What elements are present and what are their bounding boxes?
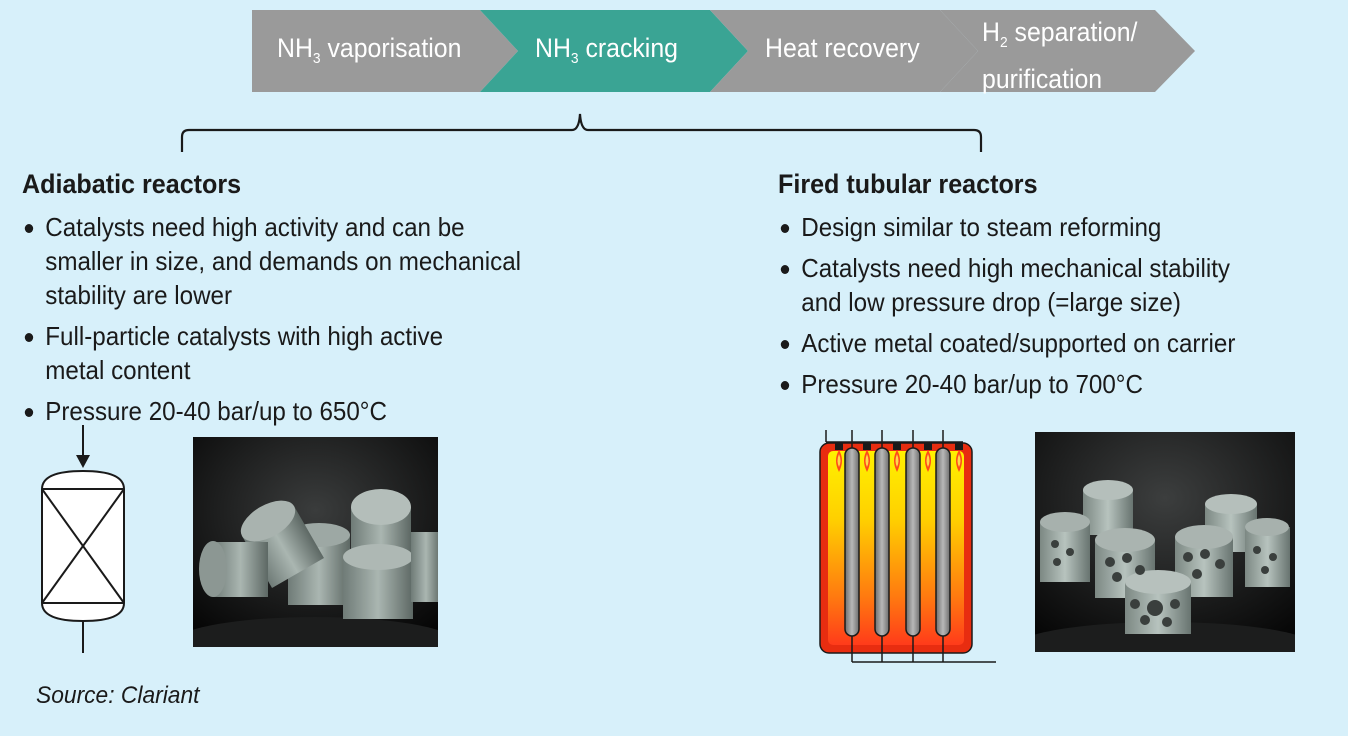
grouping-brace — [180, 113, 983, 152]
fired-column: Fired tubular reactors Design similar to… — [778, 168, 1270, 408]
list-item: Full-particle catalysts with high active… — [22, 319, 521, 387]
list-item: Catalysts need high activity and can be … — [22, 210, 521, 312]
fired-bullets: Design similar to steam reforming Cataly… — [778, 210, 1270, 401]
step-separation-shape — [940, 10, 1195, 92]
fired-title: Fired tubular reactors — [778, 169, 1038, 199]
fired-tubular-reactor-diagram — [819, 430, 996, 663]
full-particle-catalyst-photo — [193, 437, 438, 647]
adiabatic-title: Adiabatic reactors — [22, 169, 242, 199]
list-item: Catalysts need high mechanical stability… — [778, 251, 1235, 319]
source-caption: Source: Clariant — [36, 682, 200, 709]
adiabatic-column: Adiabatic reactors Catalysts need high a… — [22, 168, 559, 435]
step-cracking-label: NH3 cracking — [535, 33, 678, 67]
step-vaporisation-label: NH3 vaporisation — [277, 33, 462, 67]
step-heat-recovery-shape — [710, 10, 978, 92]
adiabatic-reactor-diagram — [41, 425, 125, 653]
process-flow — [252, 10, 1195, 92]
step-separation-label: H2 separation/ purification — [982, 17, 1138, 94]
list-item: Active metal coated/supported on carrier — [778, 326, 1235, 360]
step-vaporisation-shape — [252, 10, 518, 92]
adiabatic-bullets: Catalysts need high activity and can be … — [22, 210, 559, 428]
list-item: Pressure 20-40 bar/up to 700°C — [778, 367, 1235, 401]
supported-catalyst-photo — [1035, 432, 1295, 652]
step-heat-recovery-label: Heat recovery — [765, 33, 920, 63]
list-item: Design similar to steam reforming — [778, 210, 1235, 244]
list-item: Pressure 20-40 bar/up to 650°C — [22, 394, 521, 428]
step-cracking-shape — [480, 10, 748, 92]
